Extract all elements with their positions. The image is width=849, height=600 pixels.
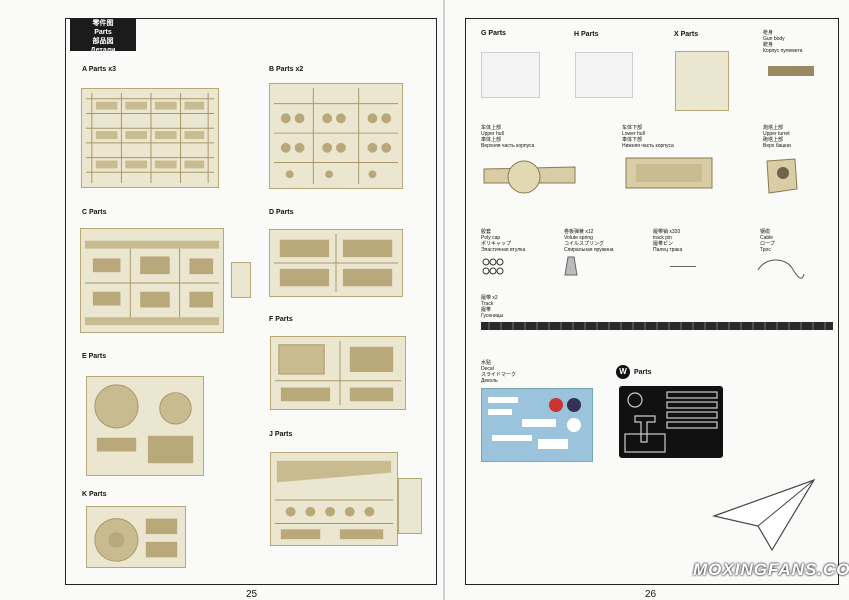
sprue-g xyxy=(481,52,540,98)
left-frame xyxy=(65,18,437,585)
header-ru: Детали xyxy=(90,47,116,54)
label-x-parts: X Parts xyxy=(674,31,699,38)
page-crease xyxy=(443,0,445,600)
watermark-plane-icon xyxy=(712,478,816,552)
gun-body-part xyxy=(768,66,814,76)
sprue-a xyxy=(81,88,219,188)
sprue-j-tab xyxy=(398,478,422,534)
label-j-parts: J Parts xyxy=(269,431,293,438)
sprue-x xyxy=(675,51,729,111)
upper-hull-part xyxy=(483,160,576,194)
header-ja: 部品図 xyxy=(92,38,114,45)
sprue-b xyxy=(269,83,403,189)
label-c-parts: C Parts xyxy=(82,209,107,216)
decal-sheet xyxy=(481,388,593,462)
w-parts-label: Parts xyxy=(634,369,652,376)
label-f-parts: F Parts xyxy=(269,316,293,323)
label-k-parts: K Parts xyxy=(82,491,107,498)
lower-hull-part xyxy=(625,157,713,189)
parts-header: 零件图 Parts 部品図 Детали xyxy=(70,18,136,54)
sprue-d xyxy=(269,229,403,297)
poly-cap-part xyxy=(482,258,504,275)
label-g-parts: G Parts xyxy=(481,30,506,37)
right-frame xyxy=(465,18,839,585)
volute-spring-part xyxy=(564,256,578,276)
track-pin-part xyxy=(670,266,696,267)
header-en: Parts xyxy=(94,29,112,36)
sprue-j xyxy=(270,452,398,546)
cable-part xyxy=(757,259,805,279)
track-part xyxy=(481,322,833,330)
sprue-f xyxy=(270,336,406,410)
upper-turret-part xyxy=(766,158,798,194)
label-d-parts: D Parts xyxy=(269,209,294,216)
header-zh: 零件图 xyxy=(92,20,114,27)
label-h-parts: H Parts xyxy=(574,31,599,38)
sprue-k xyxy=(86,506,186,568)
watermark-text: MOXINGFANS.COM xyxy=(693,560,849,579)
sprue-c-tab xyxy=(231,262,251,298)
sprue-h xyxy=(575,52,633,98)
w-parts-badge: W xyxy=(616,365,630,379)
label-a-parts: A Parts x3 xyxy=(82,66,117,73)
photo-etch-sheet xyxy=(619,386,723,458)
label-e-parts: E Parts xyxy=(82,353,107,360)
sprue-c xyxy=(80,228,224,333)
page-number-left: 25 xyxy=(246,589,258,600)
label-b-parts: B Parts x2 xyxy=(269,66,304,73)
sprue-e xyxy=(86,376,204,476)
page-number-right: 26 xyxy=(645,589,657,600)
